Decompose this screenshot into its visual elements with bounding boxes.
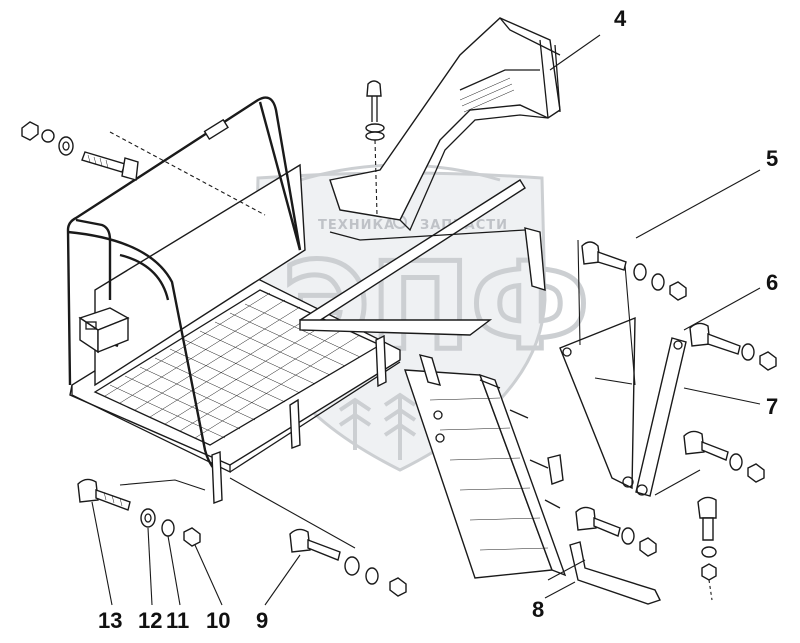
callout-4: 4 — [614, 6, 627, 31]
beam-end-plate — [524, 227, 546, 291]
bolt-set-13-10 — [77, 478, 206, 547]
callout-9: 9 — [256, 608, 268, 633]
bolt-set-5 — [577, 239, 687, 386]
callout-8: 8 — [532, 597, 544, 622]
mount-leg-left — [211, 451, 223, 504]
bolt-set-8 — [575, 506, 657, 557]
watermark-caption-left: ТЕХНИКА — [318, 218, 395, 233]
part-5-triangle-plate — [559, 316, 636, 490]
bolt-set-6 — [689, 322, 777, 371]
bolt-set-9 — [229, 477, 407, 597]
part-7-strap — [635, 337, 687, 497]
handrail — [66, 96, 302, 471]
part-4-fender-bracket — [329, 17, 561, 232]
mount-leg-front — [289, 398, 301, 449]
platform-assembly — [66, 96, 546, 504]
bolt-vertical-right — [697, 496, 717, 601]
bolt-set-top-left — [21, 121, 266, 216]
callout-11: 11 — [166, 608, 189, 633]
callout-7: 7 — [766, 394, 778, 419]
side-step-panel — [404, 354, 567, 579]
control-box — [78, 307, 130, 354]
part-8-angle-bracket — [547, 541, 661, 605]
leader-lines — [91, 34, 761, 606]
callout-labels: 4 5 6 7 8 9 10 11 12 13 — [98, 6, 778, 633]
mount-leg-right — [375, 334, 387, 388]
callout-13: 13 — [98, 608, 122, 633]
callout-5: 5 — [766, 146, 778, 171]
bolt-top — [365, 80, 385, 216]
support-bracket — [299, 319, 493, 336]
callout-10: 10 — [206, 608, 230, 633]
callout-12: 12 — [138, 608, 162, 633]
callout-6: 6 — [766, 270, 778, 295]
bolt-set-7 — [654, 430, 765, 496]
